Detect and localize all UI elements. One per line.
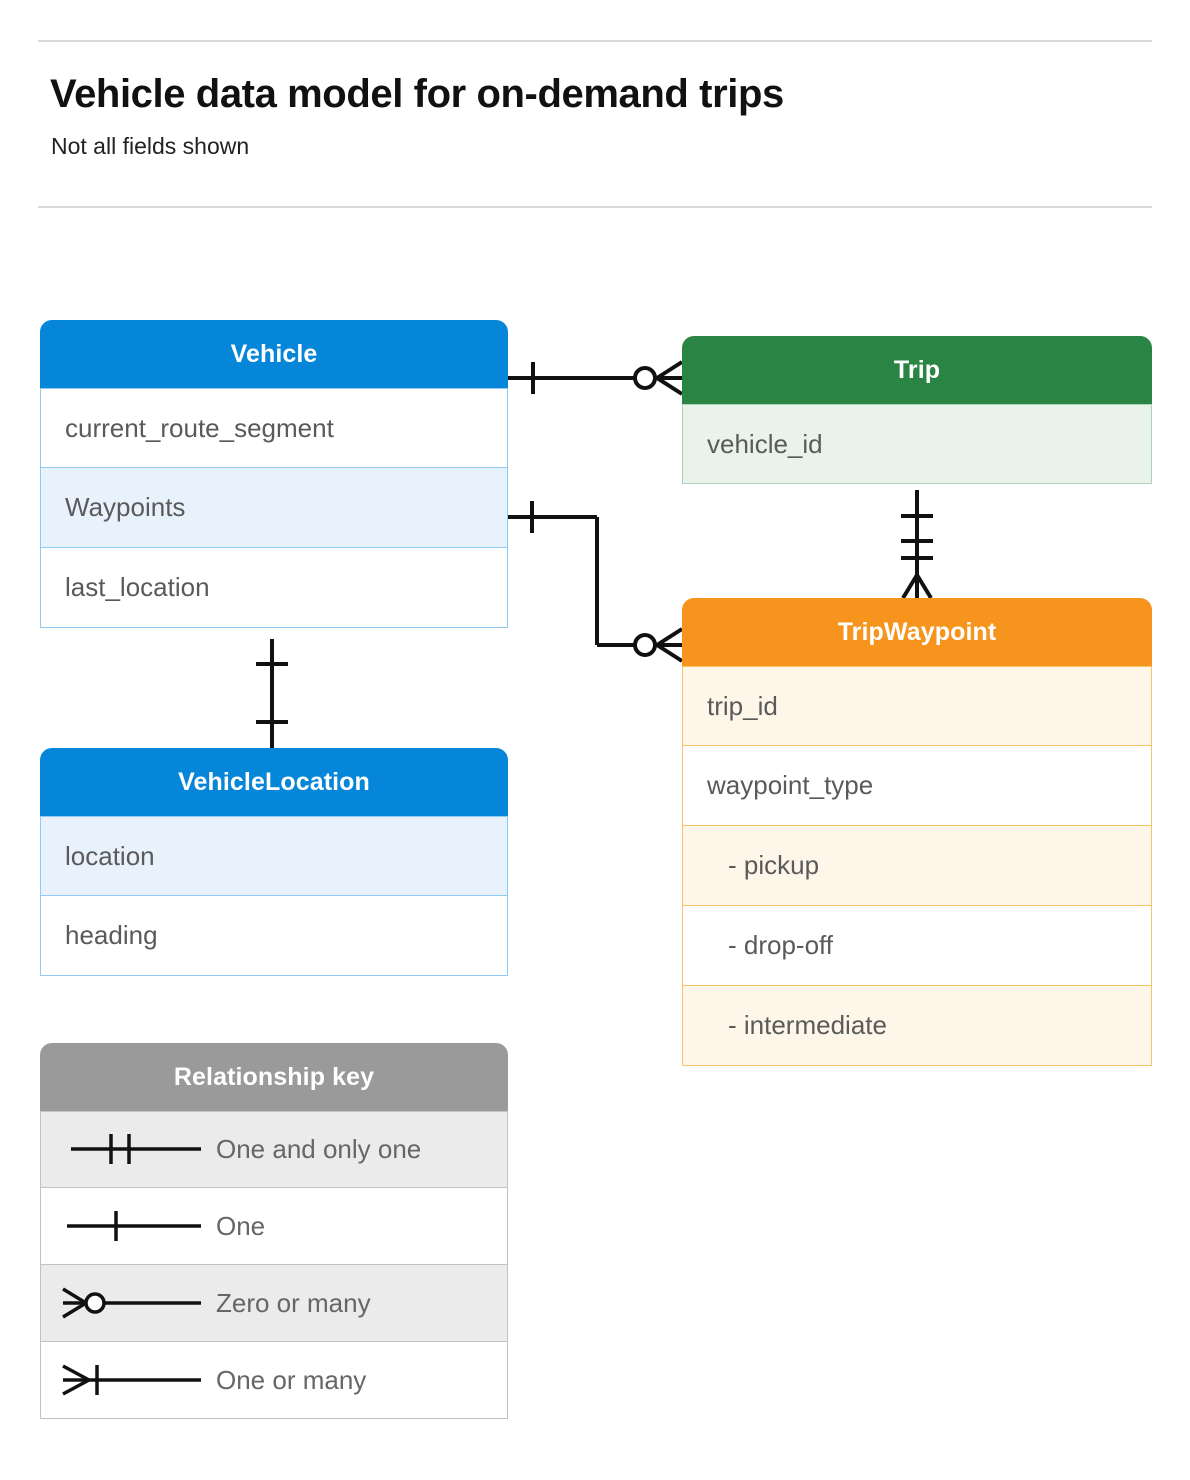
one-or-many-icon [41,1342,216,1419]
entity-tripwaypoint[interactable]: TripWaypoint trip_id waypoint_type - pic… [682,598,1152,1066]
page-subtitle: Not all fields shown [51,133,250,159]
zero-or-many-icon [41,1265,216,1342]
entity-vehicle[interactable]: Vehicle current_route_segment Waypoints … [40,320,508,628]
entity-tripwaypoint-value-drop-off[interactable]: - drop-off [682,906,1152,986]
entity-vehicle-field-last-location[interactable]: last_location [40,548,508,628]
one-and-only-one-icon [41,1111,216,1188]
entity-trip[interactable]: Trip vehicle_id [682,336,1152,484]
header-divider-top [38,40,1152,42]
entity-vehiclelocation-field-heading[interactable]: heading [40,896,508,976]
entity-vehiclelocation[interactable]: VehicleLocation location heading [40,748,508,976]
relationship-key-legend[interactable]: Relationship key One and only one One [40,1043,508,1419]
one-icon [41,1188,216,1265]
entity-vehiclelocation-field-location[interactable]: location [40,816,508,896]
page-title: Vehicle data model for on-demand trips [50,72,784,116]
entity-vehiclelocation-title: VehicleLocation [40,748,508,816]
entity-tripwaypoint-title: TripWaypoint [682,598,1152,666]
entity-vehicle-title: Vehicle [40,320,508,388]
legend-label-zero-or-many: Zero or many [216,1287,371,1318]
legend-label-one-or-many: One or many [216,1364,367,1395]
entity-vehicle-field-waypoints[interactable]: Waypoints [40,468,508,548]
entity-vehicle-field-current-route-segment[interactable]: current_route_segment [40,388,508,468]
legend-label-one: One [216,1210,266,1241]
legend-item-one[interactable]: One [40,1188,508,1265]
legend-item-one-and-only-one[interactable]: One and only one [40,1111,508,1188]
entity-trip-field-vehicle-id[interactable]: vehicle_id [682,404,1152,484]
entity-trip-title: Trip [682,336,1152,404]
legend-label-one-and-only-one: One and only one [216,1134,422,1164]
entity-tripwaypoint-field-waypoint-type[interactable]: waypoint_type [682,746,1152,826]
legend-item-one-or-many[interactable]: One or many [40,1342,508,1419]
legend-item-zero-or-many[interactable]: Zero or many [40,1265,508,1342]
header-divider-bottom [38,206,1152,208]
entity-tripwaypoint-field-trip-id[interactable]: trip_id [682,666,1152,746]
relationship-key-title: Relationship key [40,1043,508,1111]
page-header: Vehicle data model for on-demand trips N… [0,0,1190,210]
entity-tripwaypoint-value-pickup[interactable]: - pickup [682,826,1152,906]
entity-tripwaypoint-value-intermediate[interactable]: - intermediate [682,986,1152,1066]
